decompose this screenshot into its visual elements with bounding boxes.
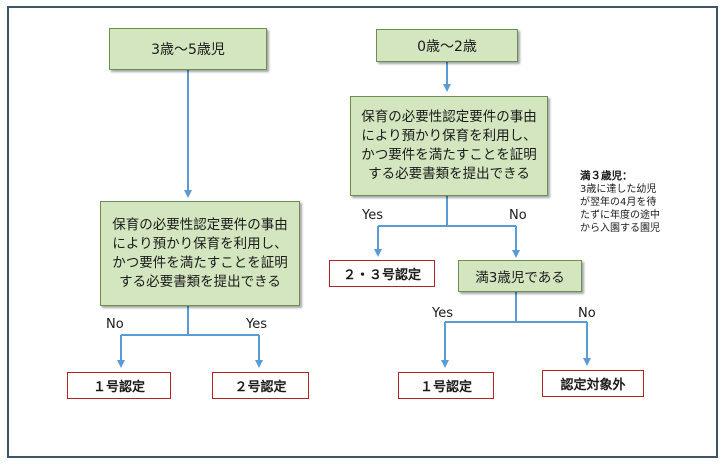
cert-1-left-box: １号認定 xyxy=(67,372,171,399)
full-3-question-label: 満3歳児である xyxy=(475,270,565,286)
note-line: 3歳に達した幼児 xyxy=(580,184,657,195)
split-left-requirement xyxy=(121,306,189,336)
age-0-2-box: 0歳〜2歳 xyxy=(376,29,518,62)
cert-1-right-box: １号認定 xyxy=(398,372,494,399)
note-line: たずに年度の途中 xyxy=(580,210,660,221)
requirement-box-left: 保育の必要性認定要件の事由により預かり保育を利用し、かつ要件を満たすことを証明す… xyxy=(100,201,300,306)
full-3-definition-note: 満３歳児： 3歳に達した幼児 が翌年の4月を待 たずに年度の途中 から入園する園… xyxy=(580,170,660,235)
cert-1-right-label: １号認定 xyxy=(419,380,472,395)
not-eligible-label: 認定対象外 xyxy=(560,378,626,393)
age-3-5-label: 3歳〜5歳児 xyxy=(151,42,225,58)
cert-2-3-label: ２・３号認定 xyxy=(342,268,421,283)
full-3-question-box: 満3歳児である xyxy=(458,260,582,292)
edge-label-left-yes: Yes xyxy=(246,317,267,332)
age-3-5-box: 3歳〜5歳児 xyxy=(109,28,267,70)
diagram-frame xyxy=(7,6,718,458)
requirement-box-right: 保育の必要性認定要件の事由により預かり保育を利用し、かつ要件を満たすことを証明す… xyxy=(350,96,548,196)
note-line: から入園する園児 xyxy=(580,223,660,234)
age-0-2-label: 0歳〜2歳 xyxy=(417,38,477,55)
split-full3 xyxy=(445,292,517,323)
note-title: 満３歳児： xyxy=(580,170,633,182)
edge-label-full3-yes: Yes xyxy=(432,306,453,321)
edge-label-full3-no: No xyxy=(578,306,596,321)
requirement-right-text: 保育の必要性認定要件の事由により預かり保育を利用し、かつ要件を満たすことを証明す… xyxy=(361,109,537,182)
note-line: が翌年の4月を待 xyxy=(580,197,657,208)
edge-label-right-no: No xyxy=(509,208,527,223)
edge-label-left-no: No xyxy=(106,317,124,332)
not-eligible-box: 認定対象外 xyxy=(542,370,644,397)
split-right-requirement xyxy=(378,196,448,227)
cert-2-label: ２号認定 xyxy=(234,380,287,395)
cert-2-box: ２号認定 xyxy=(212,372,309,399)
requirement-left-text: 保育の必要性認定要件の事由により預かり保育を利用し、かつ要件を満たすことを証明す… xyxy=(112,216,288,290)
edge-label-right-yes: Yes xyxy=(362,208,383,223)
cert-1-left-label: １号認定 xyxy=(92,380,145,395)
cert-2-3-box: ２・３号認定 xyxy=(329,260,435,287)
